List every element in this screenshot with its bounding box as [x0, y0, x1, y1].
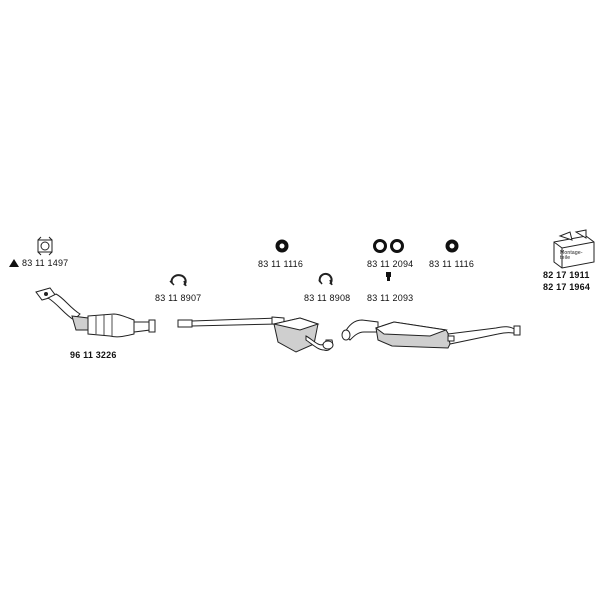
- front-pipe-part: [35, 287, 156, 338]
- rear-silencer-part: [341, 319, 521, 349]
- label-front-pipe: 96 11 3226: [70, 350, 117, 360]
- gasket-flange-icon: [37, 236, 53, 256]
- mount-ring-1-icon: [275, 239, 289, 253]
- clamp-2-icon: [318, 272, 333, 286]
- label-clamp-2: 83 11 8908: [304, 293, 351, 303]
- bolt-icon: [386, 272, 391, 281]
- rubber-rings-pair-icon: [373, 239, 404, 253]
- label-mount-ring-1: 83 11 1116: [258, 259, 304, 269]
- label-mounting-kit-2: 82 17 1964: [543, 282, 591, 292]
- label-rubber-rings-pair: 83 11 2094: [367, 259, 414, 269]
- label-bolt: 83 11 2093: [367, 293, 414, 303]
- mounting-box-label: Montage-teile: [560, 250, 583, 261]
- mounting-kit-box-icon: [553, 229, 595, 269]
- label-gasket-flange: 83 11 1497: [22, 258, 69, 268]
- mount-ring-2-icon: [445, 239, 459, 253]
- middle-pipe-part: [177, 316, 334, 353]
- label-clamp-1: 83 11 8907: [155, 293, 202, 303]
- clamp-1-icon: [169, 274, 187, 287]
- warning-triangle-icon: [9, 259, 19, 267]
- label-mounting-kit-1: 82 17 1911: [543, 270, 590, 280]
- label-mount-ring-2: 83 11 1116: [429, 259, 475, 269]
